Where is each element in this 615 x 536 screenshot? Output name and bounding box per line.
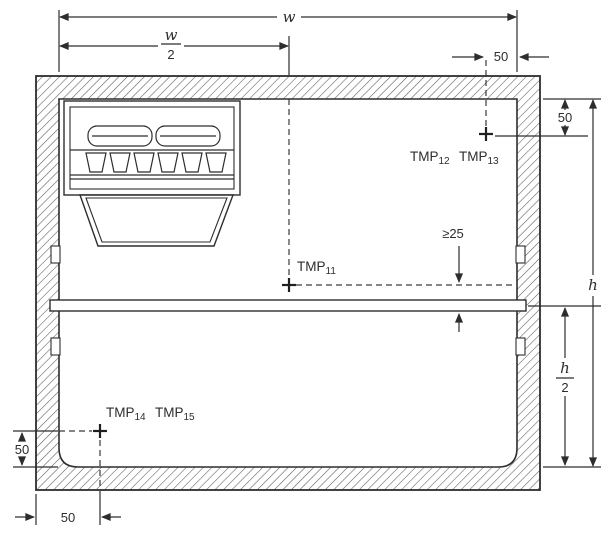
dim-h: h: [543, 99, 601, 468]
dim-w-half: w 2: [59, 26, 290, 75]
dim-bottom-50: 50: [15, 491, 121, 525]
dim-w-half-numerator: w: [165, 26, 178, 44]
guide-lines: [59, 60, 516, 489]
tmp15-label: TMP15: [155, 405, 195, 423]
probe-tmp14-15: TMP14 TMP15: [93, 405, 195, 438]
dim-left-50-label: 50: [15, 442, 29, 457]
evaporator-inner-box: [69, 106, 235, 190]
dim-h-half: h 2: [528, 305, 601, 466]
tmp11-label-sub: 11: [326, 266, 337, 277]
tmp12-label-base: TMP: [410, 149, 439, 164]
ice-cell: [109, 152, 131, 173]
ice-cell: [181, 152, 203, 173]
tmp13-label-sub: 13: [488, 156, 500, 167]
dim-w: w: [58, 8, 518, 72]
ice-cube-cells: [85, 152, 227, 173]
drip-tray-inner: [85, 197, 228, 243]
shelf-notch-right-lower: [515, 337, 526, 356]
dim-h-half-numerator: h: [560, 359, 570, 377]
shelf-notch-right-upper: [515, 245, 526, 264]
evaporator-unit: [63, 100, 241, 247]
tmp14-label-base: TMP: [106, 405, 135, 420]
dim-left-50: 50: [13, 430, 58, 468]
drip-tray-outer: [79, 194, 235, 247]
mid-shelf: [49, 299, 527, 312]
ice-cell: [133, 152, 155, 173]
shelf-notch-left-upper: [50, 245, 61, 264]
dim-w-label: w: [283, 8, 296, 26]
dim-right-50-label: 50: [558, 110, 572, 125]
tmp12-label: TMP12: [410, 149, 450, 167]
tmp13-label-base: TMP: [459, 149, 488, 164]
tmp12-label-sub: 12: [439, 156, 451, 167]
dim-clearance-25: ≥25: [442, 226, 464, 332]
ice-cell: [157, 152, 179, 173]
dim-clearance-label: ≥25: [442, 226, 464, 241]
ice-cell: [205, 152, 227, 173]
tmp15-label-base: TMP: [155, 405, 184, 420]
tmp14-label-sub: 14: [135, 412, 147, 423]
dim-w-half-denominator: 2: [167, 47, 174, 62]
dim-top-right-50-label: 50: [494, 49, 508, 64]
shelf-notch-left-lower: [50, 337, 61, 356]
evaporator-outer-box: [63, 100, 241, 196]
probe-tmp12-13: TMP12 TMP13: [410, 127, 499, 167]
probe-tmp11: TMP11: [282, 259, 336, 292]
dim-h-half-denominator: 2: [561, 380, 568, 395]
tmp11-label: TMP11: [297, 259, 336, 277]
dim-h-label: h: [588, 276, 598, 294]
tmp14-label: TMP14: [106, 405, 146, 423]
shelf-slab: [49, 299, 527, 312]
ice-cell: [85, 152, 107, 173]
dim-bottom-50-label: 50: [61, 510, 75, 525]
tmp15-label-sub: 15: [184, 412, 196, 423]
tmp13-label: TMP13: [459, 149, 499, 167]
dim-top-right-50: 50: [452, 49, 549, 64]
dim-right-50: 50: [495, 98, 601, 137]
tmp11-label-base: TMP: [297, 259, 326, 274]
